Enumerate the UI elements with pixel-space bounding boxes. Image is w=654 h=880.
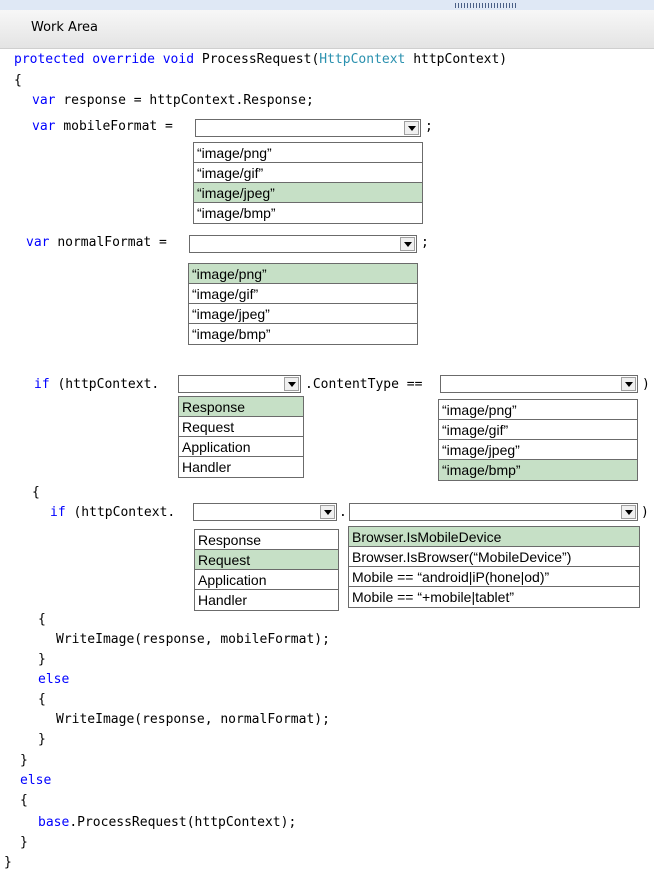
code-line-mobile-format: var mobileFormat = bbox=[32, 119, 173, 134]
dropdown-option[interactable]: Browser.IsMobileDevice bbox=[349, 527, 639, 547]
code-line-open-brace: { bbox=[14, 73, 22, 88]
code-line-content-type: .ContentType == bbox=[305, 377, 423, 392]
code-line-open-brace: { bbox=[38, 692, 46, 707]
code-line-open-brace: { bbox=[38, 612, 46, 627]
drag-handle-icon[interactable] bbox=[455, 3, 517, 8]
mobile-format-options: “image/png”“image/gif”“image/jpeg” “image… bbox=[193, 142, 423, 224]
inner-property-select[interactable] bbox=[193, 503, 337, 521]
chevron-down-icon[interactable] bbox=[404, 121, 419, 135]
dropdown-option[interactable]: Request bbox=[179, 417, 303, 437]
dropdown-option[interactable]: “image/png” bbox=[194, 143, 422, 163]
dropdown-option[interactable]: Browser.IsBrowser(“MobileDevice”) bbox=[349, 547, 639, 567]
code-line-if-content-type: if (httpContext. bbox=[34, 377, 160, 392]
code-line-close-brace: } bbox=[38, 652, 46, 667]
dropdown-option[interactable]: Application bbox=[195, 570, 338, 590]
dropdown-option[interactable]: Mobile == “+mobile|tablet” bbox=[352, 589, 514, 605]
device-check-select[interactable] bbox=[349, 503, 638, 521]
dropdown-option[interactable]: “image/gif” bbox=[189, 284, 417, 304]
dropdown-option[interactable]: Response bbox=[179, 397, 303, 417]
dropdown-option[interactable]: Request bbox=[195, 550, 338, 570]
dropdown-option[interactable]: Handler bbox=[198, 592, 248, 608]
dropdown-option[interactable]: “image/gif” bbox=[439, 420, 637, 440]
dropdown-option[interactable]: “image/gif” bbox=[194, 163, 422, 183]
content-type-options: “image/png”“image/gif”“image/jpeg”“image… bbox=[438, 399, 638, 481]
work-area-title: Work Area bbox=[31, 20, 98, 35]
dropdown-option[interactable]: Application bbox=[179, 437, 303, 457]
dropdown-option[interactable]: “image/bmp” bbox=[197, 205, 276, 221]
dropdown-option[interactable]: “image/png” bbox=[439, 400, 637, 420]
code-line-close-paren: ) bbox=[642, 377, 650, 392]
code-line-open-brace: { bbox=[32, 485, 40, 500]
code-line-close-brace: } bbox=[20, 835, 28, 850]
outer-property-select[interactable] bbox=[178, 375, 301, 393]
code-line-close-paren: ) bbox=[641, 505, 649, 520]
chevron-down-icon[interactable] bbox=[400, 237, 415, 251]
code-line-open-brace: { bbox=[20, 793, 28, 808]
code-line-base-call: base.ProcessRequest(httpContext); bbox=[38, 815, 297, 830]
dropdown-option[interactable]: “image/bmp” bbox=[192, 326, 271, 342]
top-strip bbox=[0, 0, 654, 10]
content-type-select[interactable] bbox=[440, 375, 638, 393]
code-line-semicolon: ; bbox=[425, 119, 433, 134]
code-line-close-brace: } bbox=[4, 855, 12, 870]
dropdown-option[interactable]: Handler bbox=[182, 459, 232, 475]
dropdown-option[interactable]: “image/bmp” bbox=[439, 460, 637, 480]
code-line-write-normal: WriteImage(response, normalFormat); bbox=[56, 712, 330, 727]
code-line-else: else bbox=[20, 773, 52, 788]
dropdown-option[interactable]: “image/jpeg” bbox=[194, 183, 422, 203]
mobile-format-select[interactable] bbox=[195, 119, 421, 137]
code-line-normal-format: var normalFormat = bbox=[26, 235, 167, 250]
dropdown-option[interactable]: “image/png” bbox=[189, 264, 417, 284]
code-line-close-brace: } bbox=[20, 753, 28, 768]
code-line-response: var response = httpContext.Response; bbox=[32, 93, 314, 108]
work-area-header: Work Area bbox=[0, 10, 654, 49]
code-line-else: else bbox=[38, 672, 70, 687]
chevron-down-icon[interactable] bbox=[320, 505, 335, 519]
code-line-if-browser: if (httpContext. bbox=[50, 505, 176, 520]
chevron-down-icon[interactable] bbox=[621, 377, 636, 391]
dropdown-option[interactable]: “image/jpeg” bbox=[439, 440, 637, 460]
code-line-close-brace: } bbox=[38, 732, 46, 747]
code-line-write-mobile: WriteImage(response, mobileFormat); bbox=[56, 632, 330, 647]
dropdown-option[interactable]: Response bbox=[195, 530, 338, 550]
normal-format-select[interactable] bbox=[189, 235, 417, 253]
chevron-down-icon[interactable] bbox=[284, 377, 299, 391]
code-line-semicolon: ; bbox=[421, 235, 429, 250]
code-line-dot: . bbox=[339, 505, 347, 520]
chevron-down-icon[interactable] bbox=[621, 505, 636, 519]
dropdown-option[interactable]: “image/jpeg” bbox=[189, 304, 417, 324]
normal-format-options: “image/png”“image/gif”“image/jpeg” “image… bbox=[188, 263, 418, 345]
code-line-method-signature: protected override void ProcessRequest(H… bbox=[14, 52, 508, 67]
dropdown-option[interactable]: Mobile == “android|iP(hone|od)” bbox=[349, 567, 639, 587]
